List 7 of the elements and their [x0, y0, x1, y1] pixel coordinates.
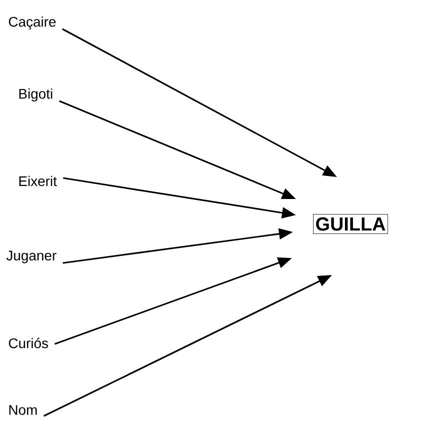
source-label: Nom: [9, 405, 37, 415]
source-label: Caçaire: [8, 16, 56, 30]
source-label: Bigoti: [19, 88, 52, 102]
target-box: GUILLA: [313, 214, 388, 234]
source-label: Juganer: [6, 250, 56, 264]
source-label: Eixerit: [19, 176, 57, 186]
source-label: Curiós: [8, 338, 48, 348]
